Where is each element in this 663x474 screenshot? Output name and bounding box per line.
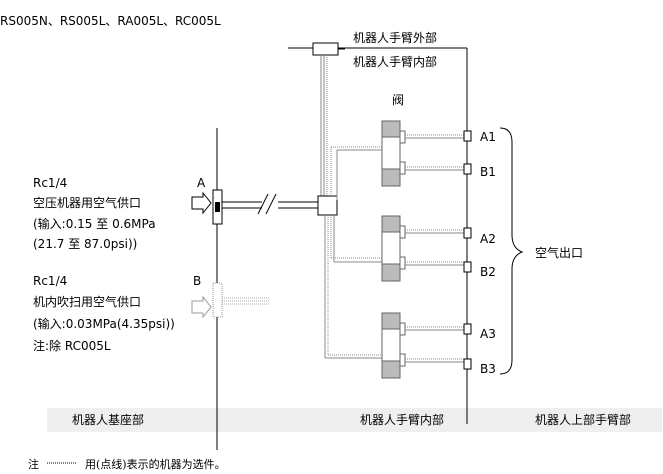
- label-port-a: A: [197, 176, 206, 190]
- label-outputs-group: 空气出口: [535, 246, 584, 260]
- break-mark-1: [257, 193, 269, 215]
- valve-3: [381, 312, 406, 379]
- supply-b-line3: (输入:0.03MPa(4.35psi)): [33, 317, 175, 331]
- port-a2: [463, 227, 472, 239]
- distribution-box: [317, 195, 338, 216]
- region-label-base: 机器人基座部: [72, 413, 145, 427]
- break-mark-2: [265, 193, 277, 215]
- label-output-b3: B3: [480, 362, 496, 376]
- region-label-upper-arm: 机器人上部手臂部: [535, 413, 632, 427]
- port-a3: [463, 323, 472, 335]
- region-band: [47, 408, 662, 432]
- label-valve: 阀: [392, 93, 405, 107]
- label-port-b: B: [193, 274, 202, 288]
- supply-a-line1: Rc1/4: [33, 176, 68, 190]
- label-output-b2: B2: [480, 265, 496, 279]
- label-arm-inside: 机器人手臂内部: [353, 55, 438, 69]
- supply-b-line1: Rc1/4: [33, 274, 68, 288]
- supply-a-line3: (输入:0.15 至 0.6MPa: [33, 217, 156, 231]
- label-output-a2: A2: [480, 232, 496, 246]
- label-arm-outside: 机器人手臂外部: [353, 31, 438, 45]
- label-output-a1: A1: [480, 130, 496, 144]
- supply-a-line4: (21.7 至 87.0psi)): [33, 237, 138, 251]
- supply-b-line2: 机内吹扫用空气供口: [33, 295, 142, 309]
- valve-2: [381, 215, 406, 282]
- valve-1: [381, 120, 406, 187]
- port-b2: [463, 261, 472, 273]
- footnote-prefix: 注: [28, 458, 39, 471]
- port-a1: [463, 130, 472, 142]
- top-joint-box: [312, 42, 339, 56]
- label-output-b1: B1: [480, 165, 496, 179]
- diagram-title: RS005N、RS005L、RA005L、RC005L: [0, 14, 221, 28]
- footnote-text: 用(点线)表示的机器为选件。: [85, 458, 226, 471]
- supply-a-line2: 空压机器用空气供口: [33, 196, 142, 210]
- outputs-brace: [499, 127, 524, 375]
- supply-b-line4: 注:除 RC005L: [33, 339, 111, 353]
- port-b1: [463, 163, 472, 175]
- label-output-a3: A3: [480, 327, 496, 341]
- port-b-fitting: [212, 282, 223, 318]
- port-b3: [463, 358, 472, 370]
- supply-a-arrow: [191, 191, 212, 215]
- supply-b-arrow: [191, 295, 212, 319]
- region-label-arm-inside: 机器人手臂内部: [360, 413, 445, 427]
